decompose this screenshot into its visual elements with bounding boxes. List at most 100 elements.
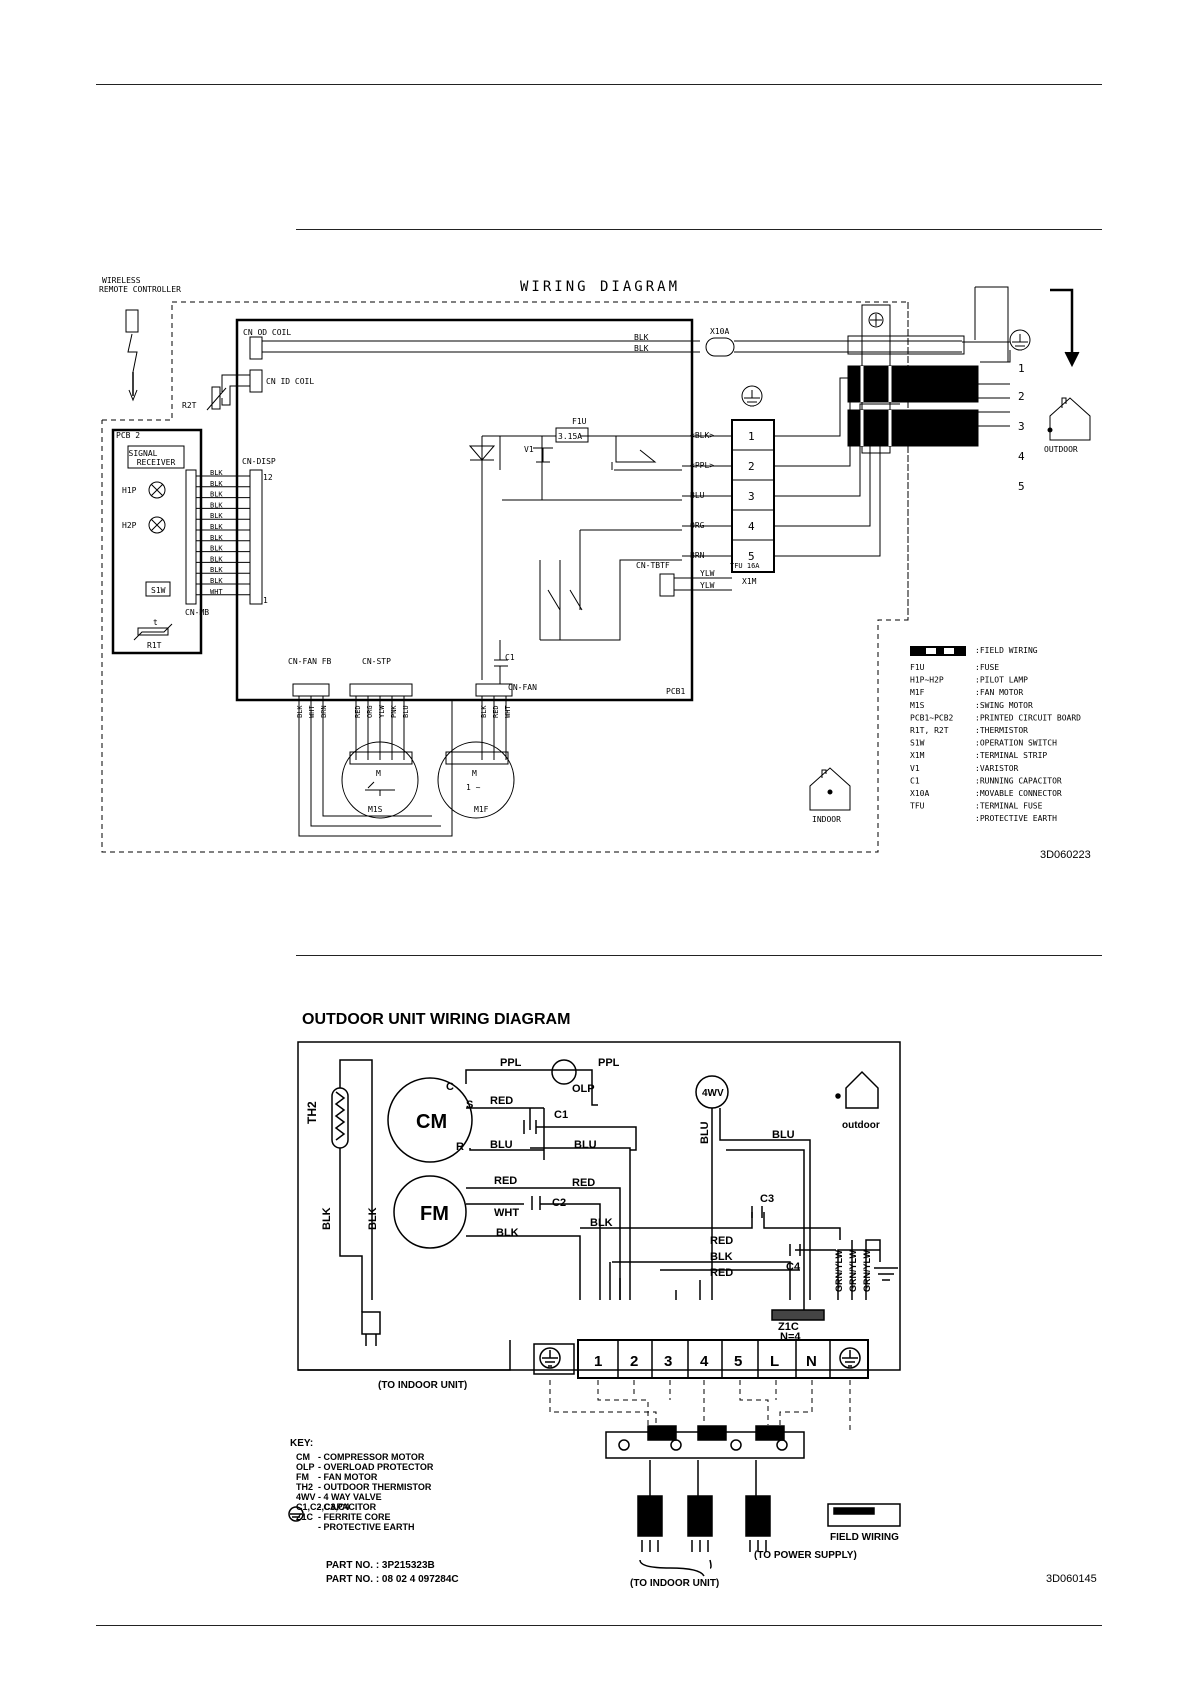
diagram-label: H1P~H2P bbox=[910, 676, 944, 685]
swing-motor-m1s bbox=[341, 741, 419, 819]
diagram-label: 4WV bbox=[296, 1492, 316, 1502]
diagram-label: BLK bbox=[210, 577, 223, 585]
svg-text:H1P: H1P bbox=[122, 486, 137, 495]
diagram-label: - COMPRESSOR MOTOR bbox=[318, 1452, 425, 1462]
svg-text:4WV: 4WV bbox=[702, 1088, 724, 1099]
svg-text:2: 2 bbox=[1018, 390, 1025, 403]
svg-text:PPL: PPL bbox=[598, 1057, 620, 1069]
svg-text:CN-STP: CN-STP bbox=[362, 657, 391, 666]
svg-text:BLK: BLK bbox=[496, 1227, 519, 1239]
svg-text:RED: RED bbox=[490, 1095, 513, 1107]
diagram-label: :VARISTOR bbox=[975, 764, 1019, 773]
diagram-label: C1 bbox=[910, 776, 920, 785]
svg-text:3: 3 bbox=[748, 490, 755, 503]
svg-text:WIRING DIAGRAM: WIRING DIAGRAM bbox=[520, 279, 680, 295]
svg-text:REMOTE CONTROLLER: REMOTE CONTROLLER bbox=[99, 285, 181, 294]
svg-text:2: 2 bbox=[748, 460, 755, 473]
svg-text:M1S: M1S bbox=[368, 805, 383, 814]
diagram-label: :MOVABLE CONNECTOR bbox=[975, 789, 1062, 798]
top-rule bbox=[96, 84, 1102, 85]
section-rule-1 bbox=[296, 229, 1102, 230]
svg-text:C1: C1 bbox=[505, 653, 515, 662]
svg-text:INDOOR: INDOOR bbox=[812, 815, 841, 824]
diagram-label: :PRINTED CIRCUIT BOARD bbox=[975, 713, 1081, 722]
svg-text:PCB1: PCB1 bbox=[666, 687, 685, 696]
svg-text:N: N bbox=[806, 1353, 817, 1370]
svg-text:3D060145: 3D060145 bbox=[1046, 1573, 1097, 1585]
svg-text:outdoor: outdoor bbox=[842, 1120, 880, 1131]
svg-text:CN OD COIL: CN OD COIL bbox=[243, 328, 291, 337]
diagram-label: :RUNNING CAPACITOR bbox=[975, 776, 1062, 785]
svg-text:1: 1 bbox=[263, 596, 268, 605]
compressor-motor-cm bbox=[387, 1077, 473, 1163]
svg-text:X10A: X10A bbox=[710, 327, 729, 336]
diagram-label: X1M bbox=[910, 751, 925, 760]
outdoor-boundary bbox=[297, 1041, 901, 1371]
svg-text:OLP: OLP bbox=[572, 1083, 595, 1095]
svg-text::FIELD WIRING: :FIELD WIRING bbox=[975, 646, 1038, 655]
svg-text:1: 1 bbox=[1018, 362, 1025, 375]
diagram-label: FM bbox=[296, 1472, 309, 1482]
svg-text:GRN/YLW: GRN/YLW bbox=[848, 1249, 858, 1292]
svg-text:CN ID COIL: CN ID COIL bbox=[266, 377, 314, 386]
diagram-label: :TERMINAL STRIP bbox=[975, 751, 1047, 760]
svg-text:CN-DISP: CN-DISP bbox=[242, 457, 276, 466]
svg-text:3: 3 bbox=[1018, 420, 1025, 433]
svg-text:BLK: BLK bbox=[710, 1251, 733, 1263]
svg-text:R1T: R1T bbox=[147, 641, 162, 650]
svg-text:OUTDOOR: OUTDOOR bbox=[1044, 445, 1078, 454]
svg-text:S: S bbox=[466, 1099, 473, 1111]
diagram-label: BLK bbox=[210, 469, 223, 477]
diagram-label: YLW bbox=[378, 705, 386, 718]
bottom-rule bbox=[96, 1625, 1102, 1626]
diagram-label: :PILOT LAMP bbox=[975, 676, 1028, 685]
svg-text:V1: V1 bbox=[524, 445, 534, 454]
diagram-label: R1T, R2T bbox=[910, 726, 949, 735]
svg-text:TH2: TH2 bbox=[305, 1101, 319, 1124]
diagram-label: - FAN MOTOR bbox=[318, 1472, 378, 1482]
svg-text:KEY:: KEY: bbox=[290, 1438, 313, 1449]
svg-text:X1M: X1M bbox=[742, 577, 757, 586]
diagram-label: :PROTECTIVE EARTH bbox=[975, 814, 1057, 823]
diagram-label: M1F bbox=[910, 688, 925, 697]
svg-text:1 ~: 1 ~ bbox=[466, 783, 481, 792]
svg-text:BLK: BLK bbox=[634, 333, 649, 342]
diagram-label: BLU bbox=[402, 705, 410, 718]
svg-text:CM: CM bbox=[416, 1111, 447, 1133]
diagram-label: WHT bbox=[308, 705, 316, 718]
svg-text:C3: C3 bbox=[760, 1193, 774, 1205]
svg-text:BLU: BLU bbox=[690, 491, 705, 500]
svg-text:BLU: BLU bbox=[490, 1139, 513, 1151]
svg-text:RECEIVER: RECEIVER bbox=[137, 458, 176, 467]
diagram-label: X10A bbox=[910, 789, 929, 798]
svg-text:ORG: ORG bbox=[690, 521, 705, 530]
fan-motor-m1f bbox=[437, 741, 515, 819]
diagram-label: F1U bbox=[910, 663, 925, 672]
svg-text:N=4: N=4 bbox=[780, 1331, 801, 1343]
svg-text:C1: C1 bbox=[554, 1109, 568, 1121]
svg-text:BLK: BLK bbox=[321, 1207, 333, 1230]
svg-text:YLW: YLW bbox=[700, 581, 715, 590]
svg-text:BLU: BLU bbox=[772, 1129, 795, 1141]
svg-text:BLK: BLK bbox=[634, 344, 649, 353]
svg-text:TFU 16A: TFU 16A bbox=[730, 562, 760, 570]
svg-text:FM: FM bbox=[420, 1203, 449, 1225]
svg-text:PPL: PPL bbox=[500, 1057, 522, 1069]
svg-text:5: 5 bbox=[748, 550, 755, 563]
svg-text:3.15A: 3.15A bbox=[558, 432, 582, 441]
diagram-label: BLK bbox=[210, 545, 223, 553]
indoor-wiring-diagram: WIRELESS REMOTE CONTROLLER WIRING DIAGRA… bbox=[99, 276, 1091, 861]
svg-text:R: R bbox=[456, 1141, 464, 1153]
section-rule-2 bbox=[296, 955, 1102, 956]
svg-text:Z1C: Z1C bbox=[778, 1321, 799, 1333]
svg-text:2: 2 bbox=[630, 1353, 638, 1370]
svg-text:PART NO. : 3P215323B: PART NO. : 3P215323B bbox=[326, 1560, 435, 1571]
svg-text:M1F: M1F bbox=[474, 805, 489, 814]
svg-text:BLK: BLK bbox=[590, 1217, 613, 1229]
svg-text:3D060223: 3D060223 bbox=[1040, 849, 1091, 861]
diagram-label: WHT bbox=[504, 705, 512, 718]
svg-text:<BLK>: <BLK> bbox=[690, 431, 714, 440]
diagram-label: - 4 WAY VALVE bbox=[318, 1492, 382, 1502]
svg-text:H2P: H2P bbox=[122, 521, 137, 530]
pcb2-board bbox=[111, 428, 203, 655]
